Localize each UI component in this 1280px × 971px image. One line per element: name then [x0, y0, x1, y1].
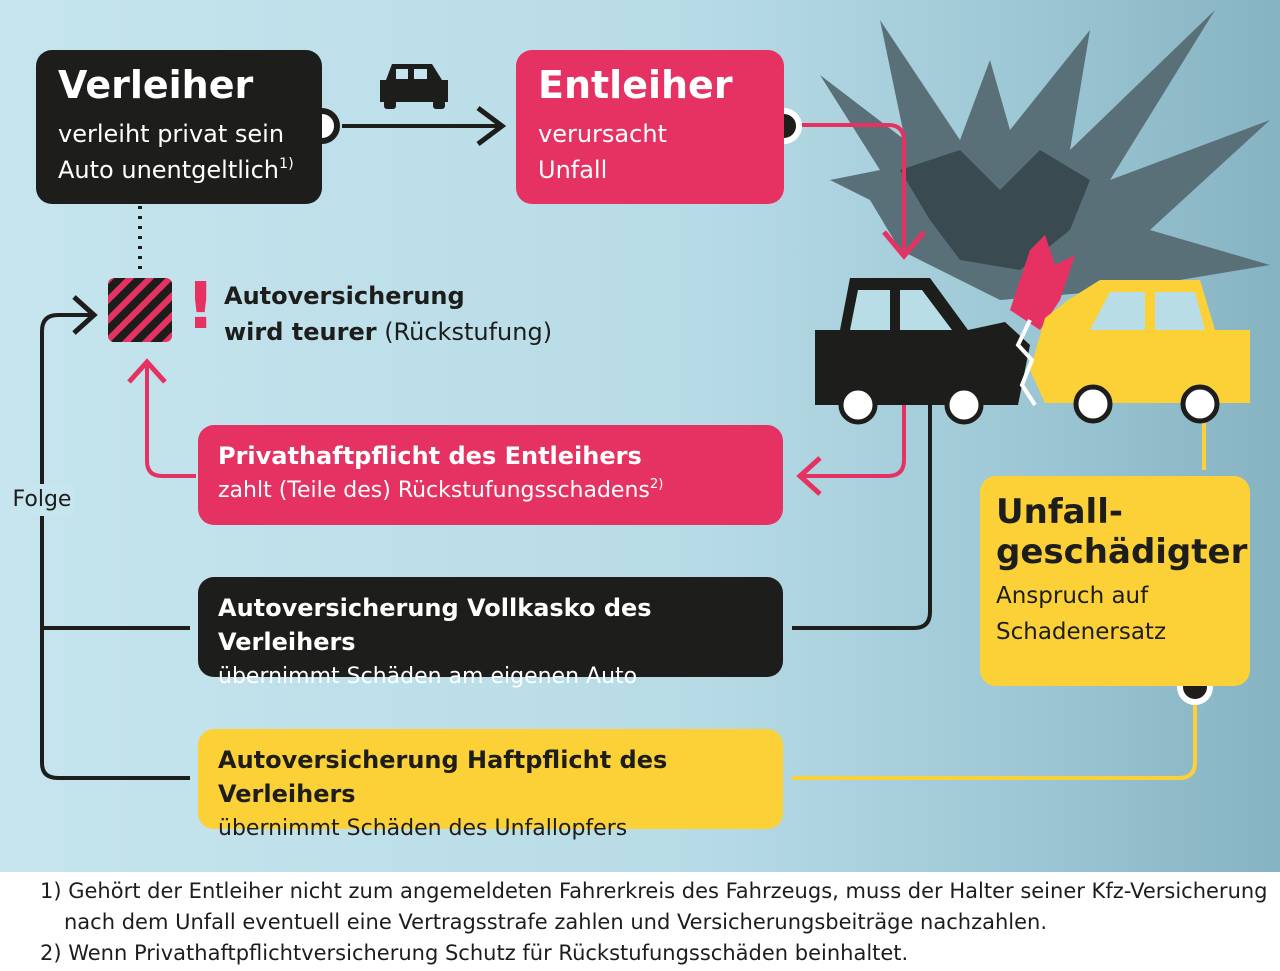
- comprehensive-box: Autoversicherung Vollkasko des Verleiher…: [198, 577, 783, 689]
- car-liability-text: übernimmt Schäden des Unfallopfers: [218, 816, 628, 841]
- consequence-line: [40, 313, 190, 780]
- rueckstufung-line: [145, 362, 196, 478]
- comprehensive-title: Autoversicherung Vollkasko des Verleiher…: [218, 594, 652, 656]
- comprehensive-text: übernimmt Schäden am eigenen Auto: [218, 664, 638, 689]
- injured-party-box: Unfall- geschädigter Anspruch auf Schade…: [980, 476, 1250, 686]
- car-liability-title: Autoversicherung Haftpflicht des Verleih…: [218, 746, 668, 808]
- footnote-1-line-2: nach dem Unfall eventuell eine Vertragss…: [64, 910, 1048, 934]
- injured-party-line-2: Schadenersatz: [996, 619, 1167, 645]
- explosion-icon: [820, 10, 1270, 330]
- footnote-marker-2: 2): [649, 476, 664, 492]
- liability-claim-line: [792, 705, 1197, 780]
- borrower-title: Entleiher: [538, 63, 733, 107]
- footnote-2: 2) Wenn Privathaftpflichtversicherung Sc…: [40, 941, 909, 965]
- accident-arrow-line: [795, 123, 906, 250]
- car-liability-box: Autoversicherung Haftpflicht des Verleih…: [198, 729, 783, 841]
- footnote-marker-1: 1): [278, 155, 294, 172]
- consequence-arrow-head: [72, 295, 98, 335]
- borrower-line-1: verursacht: [538, 120, 667, 148]
- yellow-car-icon: [1015, 280, 1250, 424]
- lender-title: Verleiher: [58, 63, 254, 107]
- injured-party-title-1: Unfall-: [996, 492, 1123, 532]
- black-car-icon: [815, 278, 1030, 425]
- lend-arrow-head: [476, 106, 507, 146]
- accident-arrow-head: [882, 230, 926, 260]
- lender-line-2: Auto unentgeltlich1): [58, 155, 294, 184]
- private-liability-box: Privathaftpflicht des Entleihers zahlt (…: [198, 425, 783, 525]
- borrower-box: Entleiher verursacht Unfall: [516, 50, 784, 204]
- injured-party-line-1: Anspruch auf: [996, 583, 1149, 609]
- insurance-warning-line-1: Autoversicherung: [224, 282, 465, 310]
- insurance-warning-line-2: wird teurer (Rückstufung): [224, 318, 553, 346]
- exclamation-icon: !: [186, 270, 216, 344]
- consequence-label: Folge: [10, 484, 74, 516]
- private-liability-line: [800, 405, 906, 478]
- lender-box: Verleiher verleiht privat sein Auto unen…: [36, 50, 322, 204]
- footnote-1-line-1: 1) Gehört der Entleiher nicht zum angeme…: [40, 879, 1268, 903]
- private-liability-text: zahlt (Teile des) Rückstufungsschadens2): [218, 476, 664, 503]
- borrower-line-2: Unfall: [538, 156, 608, 184]
- rueckstufung-arrow-head: [127, 358, 167, 384]
- injured-party-title-2: geschädigter: [996, 532, 1248, 572]
- footnotes: 1) Gehört der Entleiher nicht zum angeme…: [40, 876, 1268, 969]
- insurance-warning-text: Autoversicherung wird teurer (Rückstufun…: [224, 278, 552, 350]
- car-icon: [380, 64, 448, 109]
- lender-line-1: verleiht privat sein: [58, 120, 285, 148]
- striped-warning-icon: [108, 278, 172, 342]
- damage-own-car-line: [792, 405, 932, 630]
- private-liability-title: Privathaftpflicht des Entleihers: [218, 442, 642, 470]
- private-liability-arrow-head: [796, 456, 822, 496]
